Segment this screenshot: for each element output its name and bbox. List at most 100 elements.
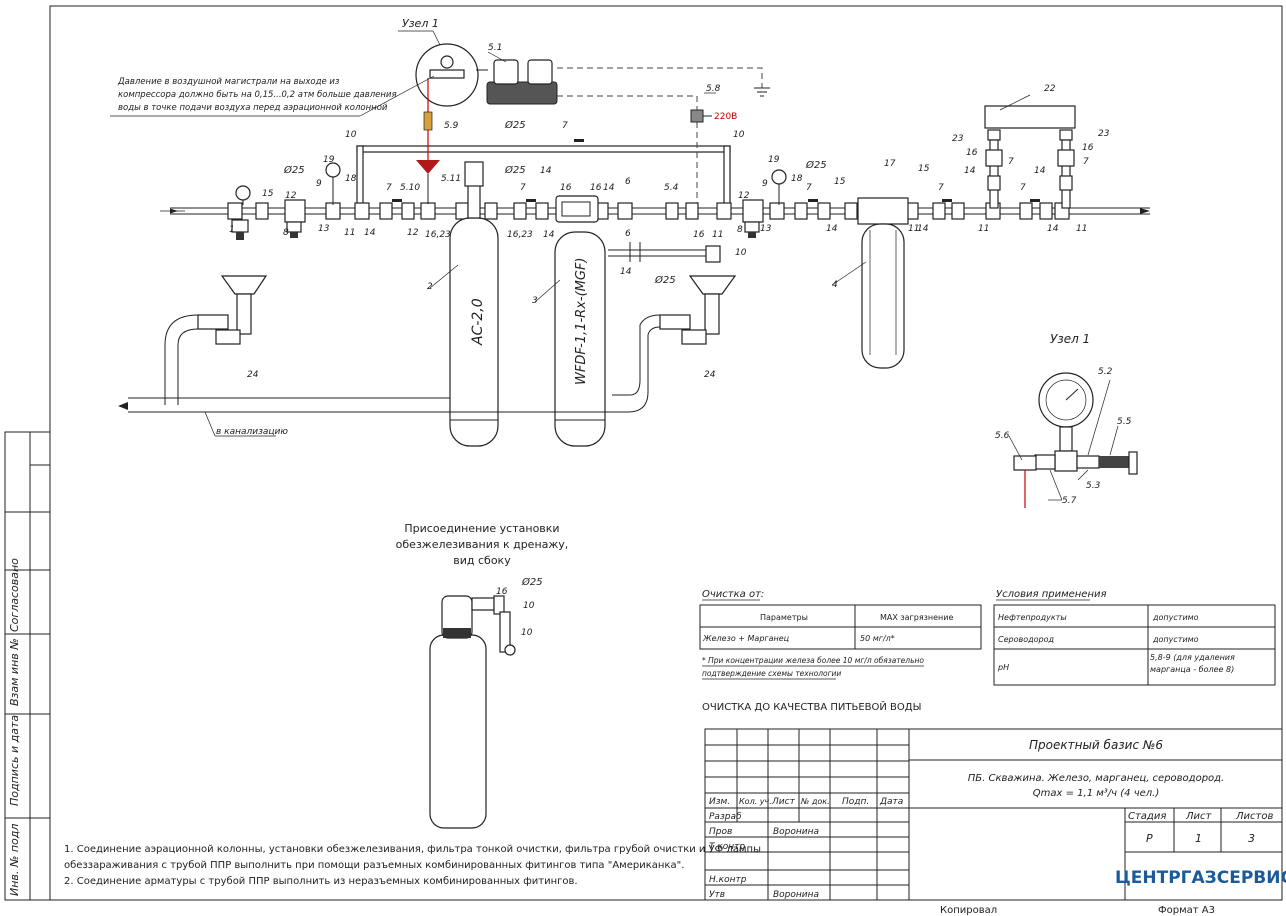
cleaning-cell: Железо + Марганец [702,634,790,643]
tb-col-header: Кол. уч. [739,797,772,806]
callout-3: 3 [532,296,538,306]
callout-5-8: 5.8 [706,84,721,94]
drain-title-line: Присоединение установки [404,522,559,535]
gauges [231,162,787,240]
tb-stage-header: Стадия [1128,811,1166,822]
callout-14: 14 [826,224,838,234]
callout-7: 7 [520,183,526,193]
callout-15: 15 [834,177,846,187]
conditions-table: Условия применения Нефтепродукты допусти… [993,589,1276,686]
callout-6: 6 [625,177,631,187]
tb-name: Воронина [773,890,819,900]
air-note-line: компрессора должно быть на 0,15...0,2 ат… [118,90,397,100]
callout-14: 14 [540,166,552,176]
callout-d25-top: Ø25 [504,119,526,131]
callout-5-7: 5.7 [1062,496,1077,506]
cleaning-header-param: Параметры [760,613,808,622]
tb-sheets: 3 [1248,832,1255,845]
callout-d25: Ø25 [805,159,827,171]
callout-14: 14 [603,183,615,193]
air-note-line: Давление в воздушной магистрали на выход… [117,77,340,87]
callout-7: 7 [562,121,568,131]
callout-14: 14 [620,267,632,277]
air-note-line: воды в точке подачи воздуха перед аэраци… [118,103,388,113]
title-block [704,728,1283,901]
callout-7: 7 [1008,157,1014,167]
sheet-frame [49,5,1283,901]
callout-10: 10 [523,601,535,611]
conditions-cell: допустимо [1152,613,1199,622]
callout-7: 7 [938,183,944,193]
company-logo-bg [1130,857,1278,893]
title-block-headers: Изм. Кол. уч. Лист № док. Подп. Дата Раз… [709,797,1273,900]
footnote-line: обеззараживания с трубой ППР выполнить п… [64,860,684,871]
node-title-detail: Узел 1 [1050,332,1090,346]
callout-10: 10 [735,248,747,258]
callout-5-10: 5.10 [400,183,420,193]
copied-label: Копировал [940,905,997,916]
callout-18: 18 [345,174,357,184]
filter-label: WFDF-1,1-Rx-(MGF) [574,258,589,386]
iron-removal-filter [554,195,606,447]
callout-5-1: 5.1 [488,43,502,53]
callout-7: 7 [1083,157,1089,167]
callout-15: 15 [262,189,274,199]
quality-label: ОЧИСТКА ДО КАЧЕСТВА ПИТЬЕВОЙ ВОДЫ [702,700,921,713]
callout-11: 11 [344,228,355,238]
callout-8: 8 [737,225,743,235]
drain-title-line: обезжелезивания к дренажу, [396,538,569,551]
callout-7: 7 [806,183,812,193]
callout-5-11: 5.11 [441,174,461,184]
callout-16-23: 16,23 [507,230,533,240]
format-label: Формат A3 [1158,905,1215,916]
callout-d25: Ø25 [283,164,305,176]
callout-5-6: 5.6 [995,431,1010,441]
callout-11: 11 [712,230,723,240]
cleaning-header-max: MAX загрязнение [880,613,953,622]
callout-23: 23 [1098,129,1110,139]
footnote-line: 2. Соединение арматуры с трубой ППР выпо… [64,876,578,887]
tb-sheets-header: Листов [1235,811,1273,822]
node-detail [1013,372,1138,508]
tb-sheet: 1 [1195,832,1202,845]
tb-col-header: Дата [879,797,903,807]
side-sign-date: Подпись и дата [8,715,21,806]
tb-col-header: Подп. [842,797,869,807]
callout-12: 12 [738,191,750,201]
tb-description: ПБ. Скважина. Железо, марганец, сероводо… [968,773,1225,784]
callout-9: 9 [762,179,768,189]
conditions-cell: допустимо [1152,635,1199,644]
tb-name: Воронина [773,827,819,837]
callout-2: 2 [427,282,433,292]
drain-side-view [429,595,516,829]
callout-5-2: 5.2 [1098,367,1113,377]
tb-stage: Р [1146,832,1153,845]
callout-13: 13 [760,224,772,234]
tb-role: Утв [709,890,725,900]
callout-14: 14 [917,224,929,234]
callout-16: 16 [693,230,705,240]
callout-14: 14 [964,166,976,176]
voltage-label: 220В [714,112,737,122]
callout-22: 22 [1044,84,1056,94]
callout-16: 16 [560,183,572,193]
tb-role: Разраб [709,812,742,822]
callout-18: 18 [791,174,803,184]
callout-16: 16 [1082,143,1094,153]
tb-role: Т.контр [709,842,745,852]
footnotes: 1. Соединение аэрационной колонны, устан… [64,844,761,887]
callout-19: 19 [768,155,780,165]
callout-24: 24 [247,370,259,380]
side-agreed: Согласовано [8,558,21,632]
callout-10: 10 [733,130,745,140]
tb-col-header: № док. [800,797,830,806]
callout-14: 14 [1034,166,1046,176]
side-stamp: Согласовано Взам инв № Подпись и дата Ин… [4,431,51,901]
callout-10: 10 [345,130,357,140]
side-inv-original: Инв. № подл [8,824,21,896]
callout-11: 11 [978,224,989,234]
footnote-line: 1. Соединение аэрационной колонны, устан… [64,844,761,855]
callout-11: 11 [908,224,919,234]
tb-role: Н.контр [709,875,747,885]
